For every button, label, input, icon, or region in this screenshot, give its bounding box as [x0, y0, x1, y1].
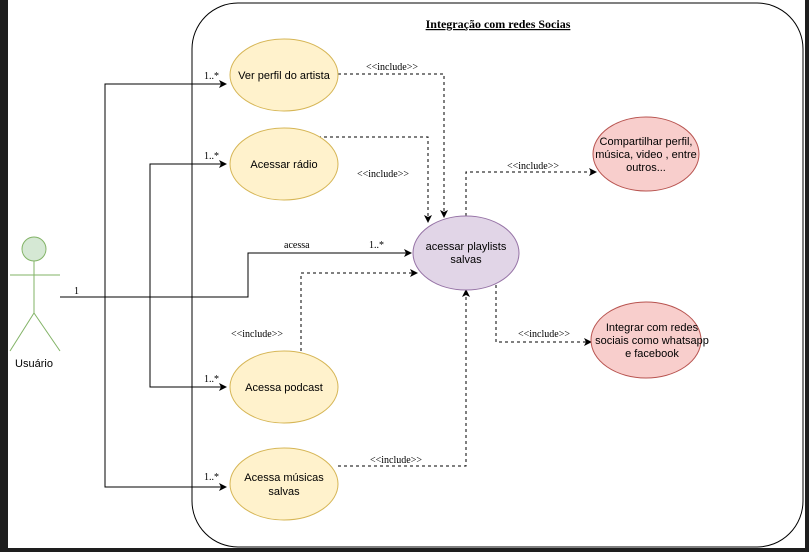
- use-case-playlists-line-1: acessar playlists: [426, 241, 507, 253]
- playlists-multiplicity: 1..*: [369, 240, 384, 251]
- use-case-radio[interactable]: Acessar rádio: [229, 127, 339, 201]
- assoc-musicas[interactable]: [104, 297, 227, 491]
- actor-usuario[interactable]: Usuário: [9, 236, 61, 370]
- actor-multiplicity: 1: [74, 286, 79, 297]
- include-label-radio: <<include>>: [357, 169, 409, 180]
- use-case-musicas-line-2: salvas: [268, 486, 300, 498]
- include-podcast[interactable]: [300, 269, 418, 351]
- radio-multiplicity: 1..*: [204, 151, 219, 162]
- use-case-musicas-line-1: Acessa músicas: [244, 472, 324, 484]
- use-case-integrar-line-3: e facebook: [625, 348, 679, 360]
- use-case-podcast[interactable]: Acessa podcast: [229, 350, 339, 424]
- use-case-artista[interactable]: Ver perfil do artista: [229, 38, 339, 112]
- use-case-integrar-line-2: sociais como whatsapp: [595, 335, 709, 347]
- use-case-artista-label: Ver perfil do artista: [238, 70, 331, 82]
- include-label-podcast: <<include>>: [231, 329, 283, 340]
- use-case-playlists-line-2: salvas: [450, 254, 482, 266]
- include-musicas[interactable]: [338, 289, 470, 467]
- actor-name: Usuário: [15, 358, 53, 370]
- include-lines: [300, 73, 597, 467]
- actor-head: [21, 236, 47, 262]
- use-case-compartilhar-line-1: Compartilhar perfil,: [600, 136, 693, 148]
- actor-right-leg: [33, 312, 61, 352]
- use-case-compartilhar[interactable]: Compartilhar perfil, música, video , ent…: [592, 116, 700, 192]
- include-integrar[interactable]: [495, 285, 592, 346]
- system-title: Integração com redes Socias: [426, 17, 571, 31]
- include-label-compartilhar: <<include>>: [507, 161, 559, 172]
- actor-left-leg: [9, 312, 35, 352]
- association-lines: [60, 80, 412, 491]
- include-radio[interactable]: [318, 136, 432, 223]
- use-case-podcast-label: Acessa podcast: [245, 382, 323, 394]
- use-case-compartilhar-line-3: outros...: [626, 162, 666, 174]
- use-case-integrar[interactable]: Integrar com redes sociais como whatsapp…: [590, 301, 709, 379]
- assoc-podcast[interactable]: [149, 297, 227, 391]
- include-compartilhar[interactable]: [465, 168, 597, 216]
- include-label-musicas: <<include>>: [370, 455, 422, 466]
- use-case-compartilhar-line-2: música, video , entre: [595, 149, 697, 161]
- include-label-artista: <<include>>: [366, 62, 418, 73]
- use-case-integrar-line-1: Integrar com redes: [606, 322, 699, 334]
- artista-multiplicity: 1..*: [204, 71, 219, 82]
- podcast-multiplicity: 1..*: [204, 374, 219, 385]
- acessa-label: acessa: [284, 240, 310, 251]
- use-case-musicas[interactable]: Acessa músicas salvas: [229, 447, 339, 521]
- use-case-radio-label: Acessar rádio: [250, 159, 317, 171]
- assoc-playlists[interactable]: [60, 249, 412, 298]
- use-case-playlists[interactable]: acessar playlists salvas: [412, 215, 520, 291]
- include-label-integrar: <<include>>: [518, 329, 570, 340]
- musicas-multiplicity: 1..*: [204, 472, 219, 483]
